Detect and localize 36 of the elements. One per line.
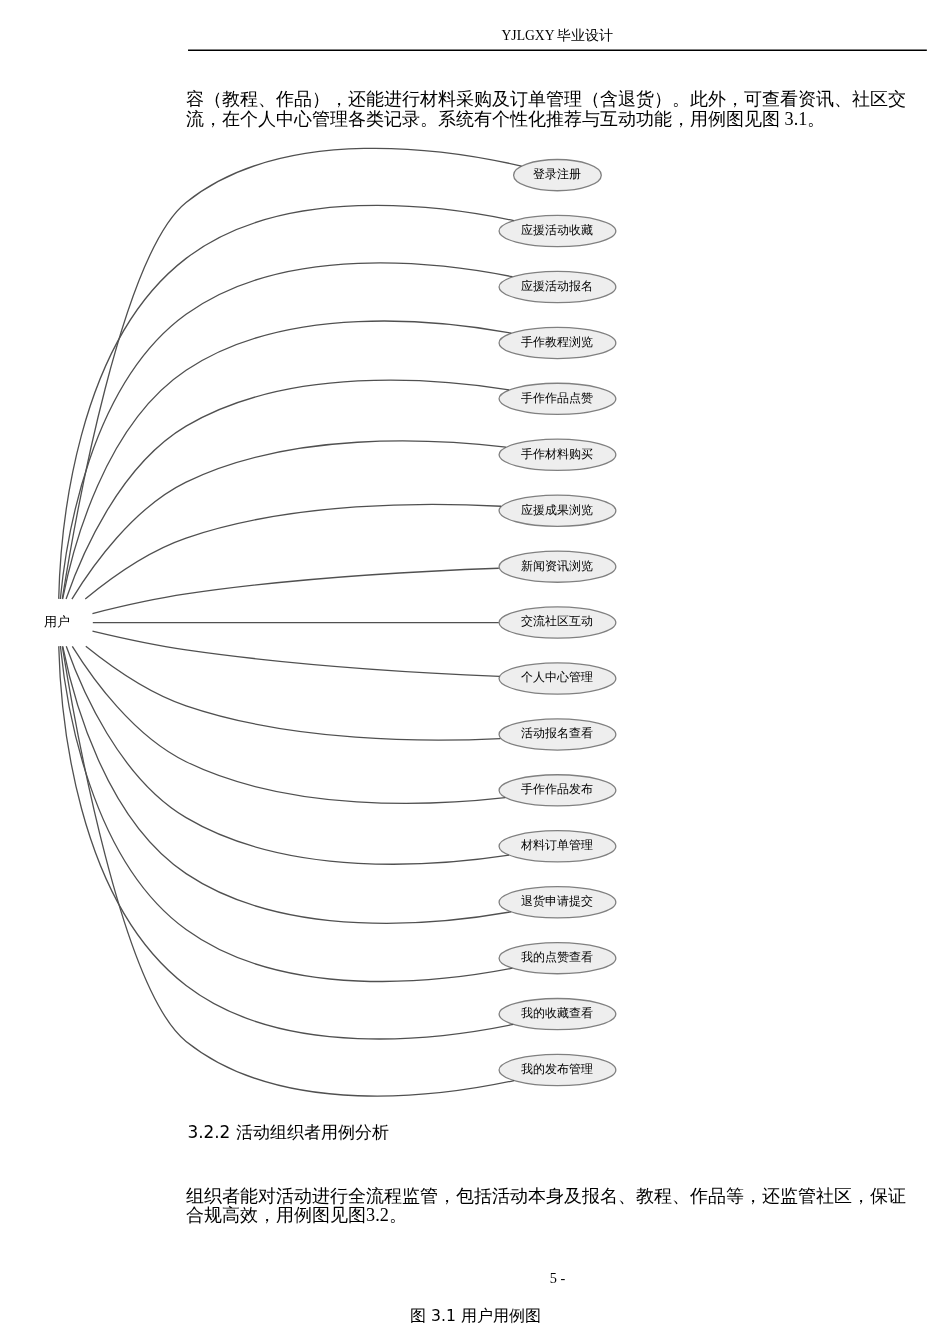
node-ellipse: 手作教程浏览: [497, 326, 616, 360]
label: YJLGXY 毕业设计: [501, 28, 613, 44]
connector: [71, 645, 506, 805]
node-ellipse: 退货申请提交: [497, 885, 616, 919]
node-ellipse: 手作作品发布: [497, 774, 616, 807]
node-ellipse: 活动报名查看: [497, 718, 616, 751]
node-ellipse: 手作作品点赞: [497, 382, 616, 416]
node-ellipse: 我的收藏查看: [497, 997, 616, 1031]
node-text: 用户: [43, 613, 70, 629]
connector: [84, 503, 502, 600]
node-ellipse: 应援成果浏览: [497, 494, 616, 527]
node-ellipse: 材料订单管理: [497, 830, 616, 863]
label: 3.2.2 活动组织者用例分析: [186, 1122, 389, 1143]
connector: [91, 567, 499, 615]
node-ellipse: 个人中心管理: [497, 662, 616, 695]
node-ellipse: 交流社区互动: [497, 606, 616, 639]
label: 组织者能对活动进行全流程监管，包括活动本身及报名、教程、作品等，还监管社区，保证合规高效，用例图见图3.2。: [185, 1185, 906, 1226]
caption: 图 3.1 用户用例图: [409, 1306, 541, 1325]
connector: [91, 630, 500, 678]
node-ellipse: 我的发布管理: [497, 1053, 616, 1087]
connector: [59, 262, 513, 600]
node-ellipse: 应援活动收藏: [497, 214, 616, 248]
connector: [65, 645, 510, 865]
node-ellipse: 应援活动报名: [497, 270, 616, 304]
node-ellipse: 登录注册: [512, 158, 602, 192]
node-ellipse: 手作材料购买: [497, 438, 616, 472]
connector: [61, 645, 512, 924]
label: 5 -: [549, 1270, 565, 1287]
connector: [61, 320, 512, 600]
node-ellipse: 新闻资讯浏览: [497, 550, 616, 583]
connector: [91, 621, 499, 624]
connector: [64, 379, 510, 600]
node-ellipse: 我的点赞查看: [497, 941, 616, 975]
connector: [70, 440, 506, 600]
label: 容（教程、作品），还能进行材料采购及订单管理（含退货）。此外，可查看资讯、社区交流，在个人中心管理各类记录。系统有个性化推荐与互动功能，用例图见图 3.1。: [185, 89, 906, 129]
connector: [84, 645, 501, 741]
